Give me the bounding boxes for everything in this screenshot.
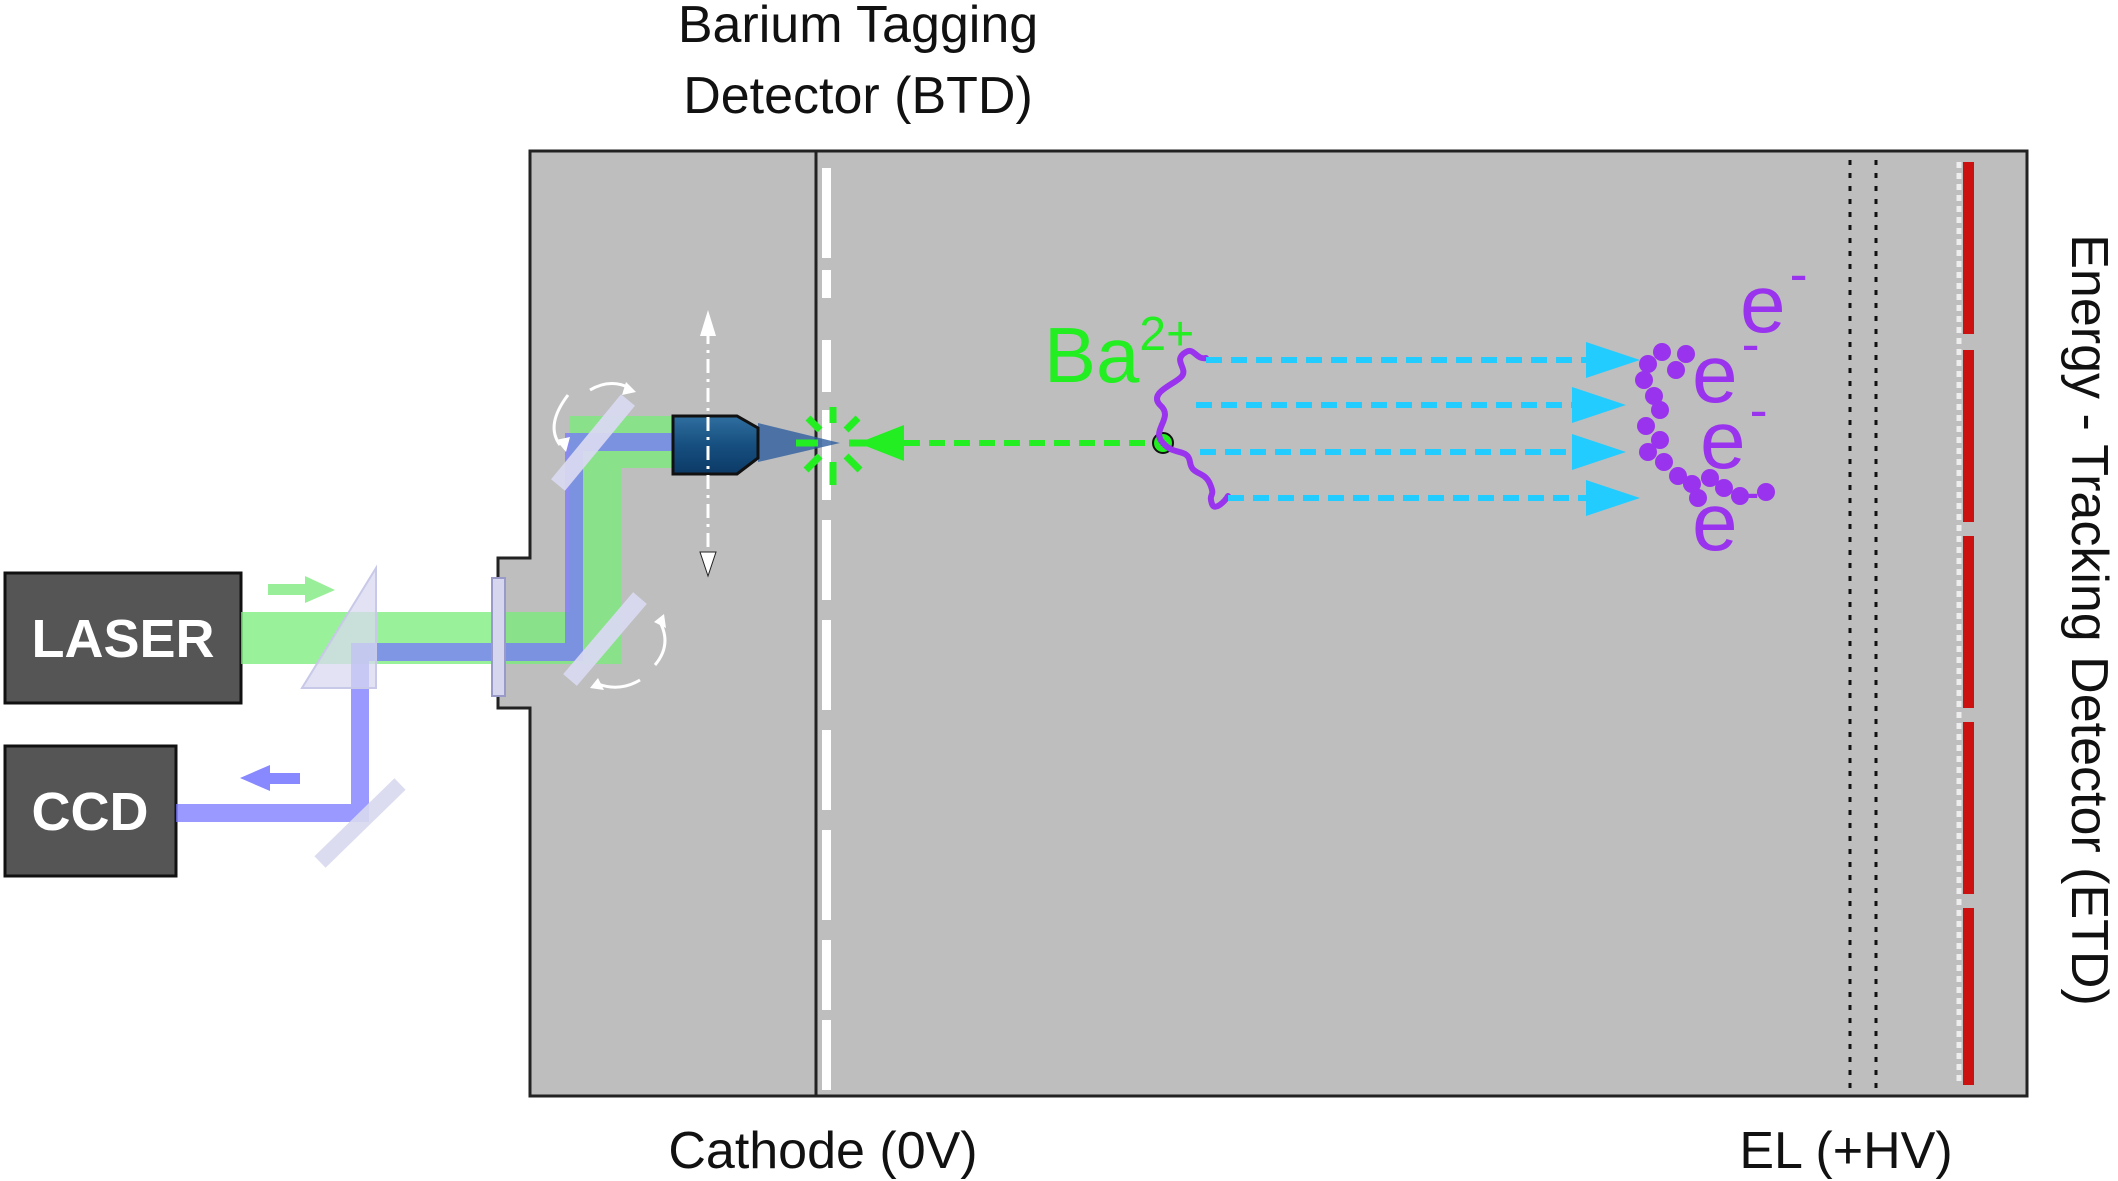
- laser-box: [3, 571, 243, 705]
- laser-beam: [241, 416, 680, 664]
- laser-label: LASER: [31, 609, 214, 669]
- viewport-window: [491, 577, 506, 697]
- ccd-direction-arrow: [240, 765, 300, 791]
- cathode-label: Cathode (0V): [668, 1122, 977, 1180]
- objective-lens: [671, 414, 760, 476]
- btd-title-line2: Detector (BTD): [683, 67, 1033, 125]
- electron-drift-arrows: [1196, 342, 1640, 516]
- objective-scan-axis: [699, 310, 717, 578]
- electron-track-upper: [1154, 347, 1209, 446]
- btd-title-line1: Barium Tagging: [678, 0, 1038, 54]
- dichroic-prism: [300, 564, 377, 689]
- electron-label-4: e-: [1692, 462, 1760, 568]
- electron-label-2: e-: [1692, 314, 1760, 420]
- electron-label-1: e-: [1740, 244, 1808, 350]
- etd-label: Energy - Tracking Detector (ETD): [2060, 234, 2118, 1006]
- ion-drift-arrow: [858, 425, 1158, 461]
- el-label: EL (+HV): [1739, 1122, 1952, 1180]
- lower-mirror: [563, 592, 647, 686]
- laser-direction-arrow: [268, 576, 335, 603]
- electron-label-3: e-: [1700, 380, 1768, 486]
- cathode-plane: [822, 168, 831, 1090]
- upper-mirror: [551, 394, 635, 491]
- ccd-mirror: [314, 778, 406, 868]
- upper-mirror-rotation-arrows: [552, 382, 636, 452]
- anode-plane: [1956, 162, 1974, 1085]
- ion-label: Ba2+: [1044, 308, 1194, 399]
- lower-mirror-rotation-arrows: [590, 614, 667, 690]
- electron-track-lower: [1160, 440, 1231, 510]
- ccd-label: CCD: [32, 782, 149, 842]
- electron-cluster: [1635, 343, 1775, 507]
